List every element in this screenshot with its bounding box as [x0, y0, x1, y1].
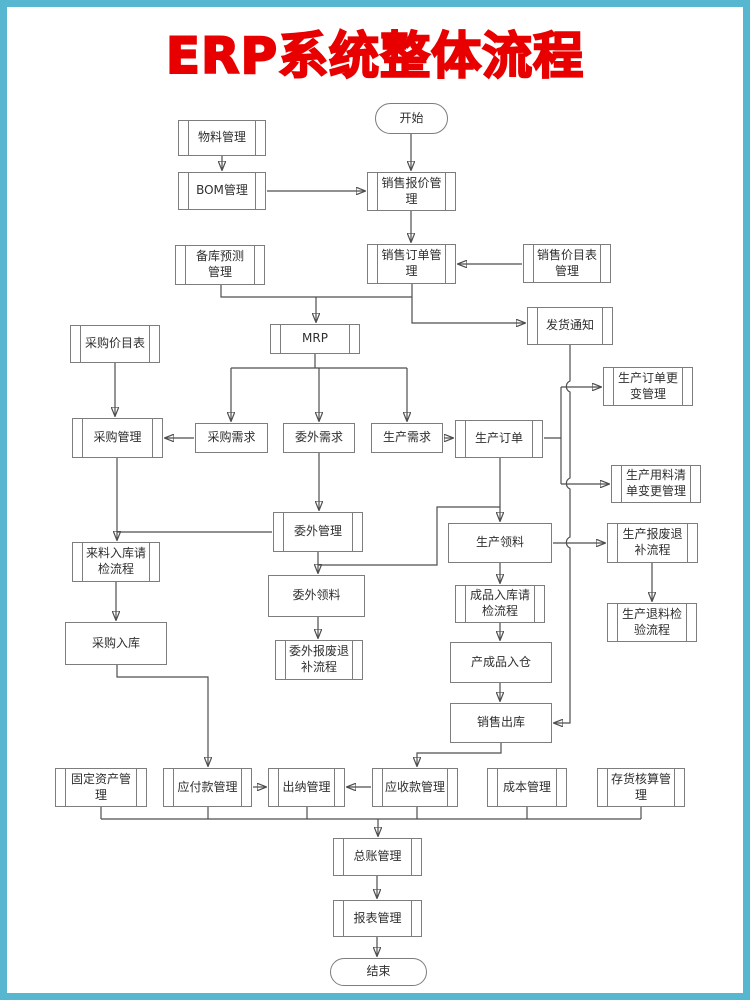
- node-label: 出纳管理: [282, 779, 331, 794]
- node-material-mgmt: 物料管理: [178, 120, 266, 156]
- node-label: MRP: [302, 331, 328, 346]
- node-label: 生产订单: [474, 431, 523, 446]
- node-label: 委外需求: [294, 430, 343, 445]
- node-purchase-in: 采购入库: [65, 622, 167, 665]
- connector-line: [220, 285, 412, 298]
- node-label: 采购入库: [91, 635, 140, 650]
- node-prod-scrap-return: 生产报废退 补流程: [607, 523, 698, 563]
- node-sales-order-mgmt: 销售订单管 理: [367, 244, 456, 284]
- node-label: 采购需求: [207, 430, 256, 445]
- node-label: 销售报价管 理: [381, 175, 442, 206]
- node-ledger-mgmt: 总账管理: [333, 838, 422, 876]
- node-label: 销售订单管 理: [381, 248, 442, 278]
- node-label: 来料入库请 检流程: [85, 546, 146, 576]
- node-stock-forecast-mgmt: 备库预测 管理: [175, 245, 265, 285]
- connector-line: [318, 506, 500, 566]
- page-title: ERP系统整体流程: [165, 26, 585, 86]
- node-cashier-mgmt: 出纳管理: [268, 768, 345, 807]
- node-prod-order: 生产订单: [455, 420, 543, 458]
- node-ship-notice: 发货通知: [527, 307, 613, 345]
- connector-line: [554, 345, 571, 723]
- node-label: 物料管理: [197, 130, 246, 145]
- node-end: 结束: [330, 958, 427, 986]
- node-label: 应付款管理: [177, 779, 238, 794]
- node-label: 委外领料: [292, 588, 341, 603]
- node-label: 生产领料: [475, 535, 524, 550]
- node-label: 生产订单更 变管理: [617, 370, 678, 401]
- node-label: 备库预测 管理: [195, 249, 244, 279]
- node-purchase-pricelist: 采购价目表: [70, 325, 160, 363]
- node-label: 生产退料检 验流程: [621, 606, 682, 637]
- node-label: 采购价目表: [84, 336, 145, 351]
- node-sales-pricelist-mgmt: 销售价目表 管理: [523, 244, 611, 283]
- node-label: 发货通知: [545, 318, 594, 333]
- node-outsource-demand: 委外需求: [283, 423, 355, 453]
- node-sales-out: 销售出库: [450, 703, 552, 743]
- node-start: 开始: [375, 103, 448, 134]
- node-finished-inspect: 成品入库请 检流程: [455, 585, 545, 623]
- connector-line: [411, 284, 525, 323]
- node-outsource-scrap-return: 委外报废退 补流程: [275, 640, 363, 680]
- node-label: 产成品入仓: [470, 654, 531, 669]
- connector-line: [417, 743, 502, 766]
- node-label: 销售出库: [476, 715, 525, 730]
- node-label: 销售价目表 管理: [536, 247, 597, 278]
- node-receivable-mgmt: 应收款管理: [372, 768, 458, 807]
- node-label: BOM管理: [196, 183, 248, 198]
- node-report-mgmt: 报表管理: [333, 900, 422, 937]
- node-label: 生产用料清 单变更管理: [625, 468, 686, 498]
- node-prod-demand: 生产需求: [371, 423, 443, 453]
- node-bom-mgmt: BOM管理: [178, 172, 266, 210]
- node-prod-order-change-mgmt: 生产订单更 变管理: [603, 367, 693, 406]
- node-purchase-demand: 采购需求: [195, 423, 268, 453]
- node-label: 结束: [366, 964, 391, 979]
- node-label: 生产需求: [382, 430, 431, 445]
- node-prod-picking: 生产领料: [448, 523, 552, 563]
- node-inventory-acct-mgmt: 存货核算管 理: [597, 768, 685, 807]
- node-label: 报表管理: [353, 910, 402, 925]
- node-label: 采购管理: [93, 430, 142, 445]
- node-payable-mgmt: 应付款管理: [163, 768, 252, 807]
- node-outsource-picking: 委外领料: [268, 575, 365, 617]
- node-label: 成品入库请 检流程: [469, 588, 530, 618]
- node-label: 存货核算管 理: [610, 771, 671, 802]
- node-prod-material-change-mgmt: 生产用料清 单变更管理: [611, 465, 701, 503]
- node-label: 开始: [399, 110, 424, 125]
- node-label: 委外报废退 补流程: [288, 644, 349, 674]
- node-prod-return-inspect: 生产退料检 验流程: [607, 603, 697, 642]
- node-label: 生产报废退 补流程: [622, 527, 683, 557]
- node-finished-in: 产成品入仓: [450, 642, 552, 683]
- node-label: 委外管理: [293, 524, 342, 539]
- node-mrp: MRP: [270, 324, 360, 354]
- node-label: 成本管理: [502, 779, 551, 794]
- node-label: 应收款管理: [385, 779, 446, 794]
- node-label: 总账管理: [353, 849, 402, 864]
- node-cost-mgmt: 成本管理: [487, 768, 567, 807]
- node-sales-quote-mgmt: 销售报价管 理: [367, 172, 456, 211]
- node-incoming-inspect: 来料入库请 检流程: [72, 542, 160, 582]
- node-outsource-mgmt: 委外管理: [273, 512, 363, 552]
- node-label: 固定资产管 理: [70, 771, 131, 802]
- connector-line: [116, 665, 208, 766]
- node-fixed-asset-mgmt: 固定资产管 理: [55, 768, 147, 807]
- node-purchase-mgmt: 采购管理: [72, 418, 163, 458]
